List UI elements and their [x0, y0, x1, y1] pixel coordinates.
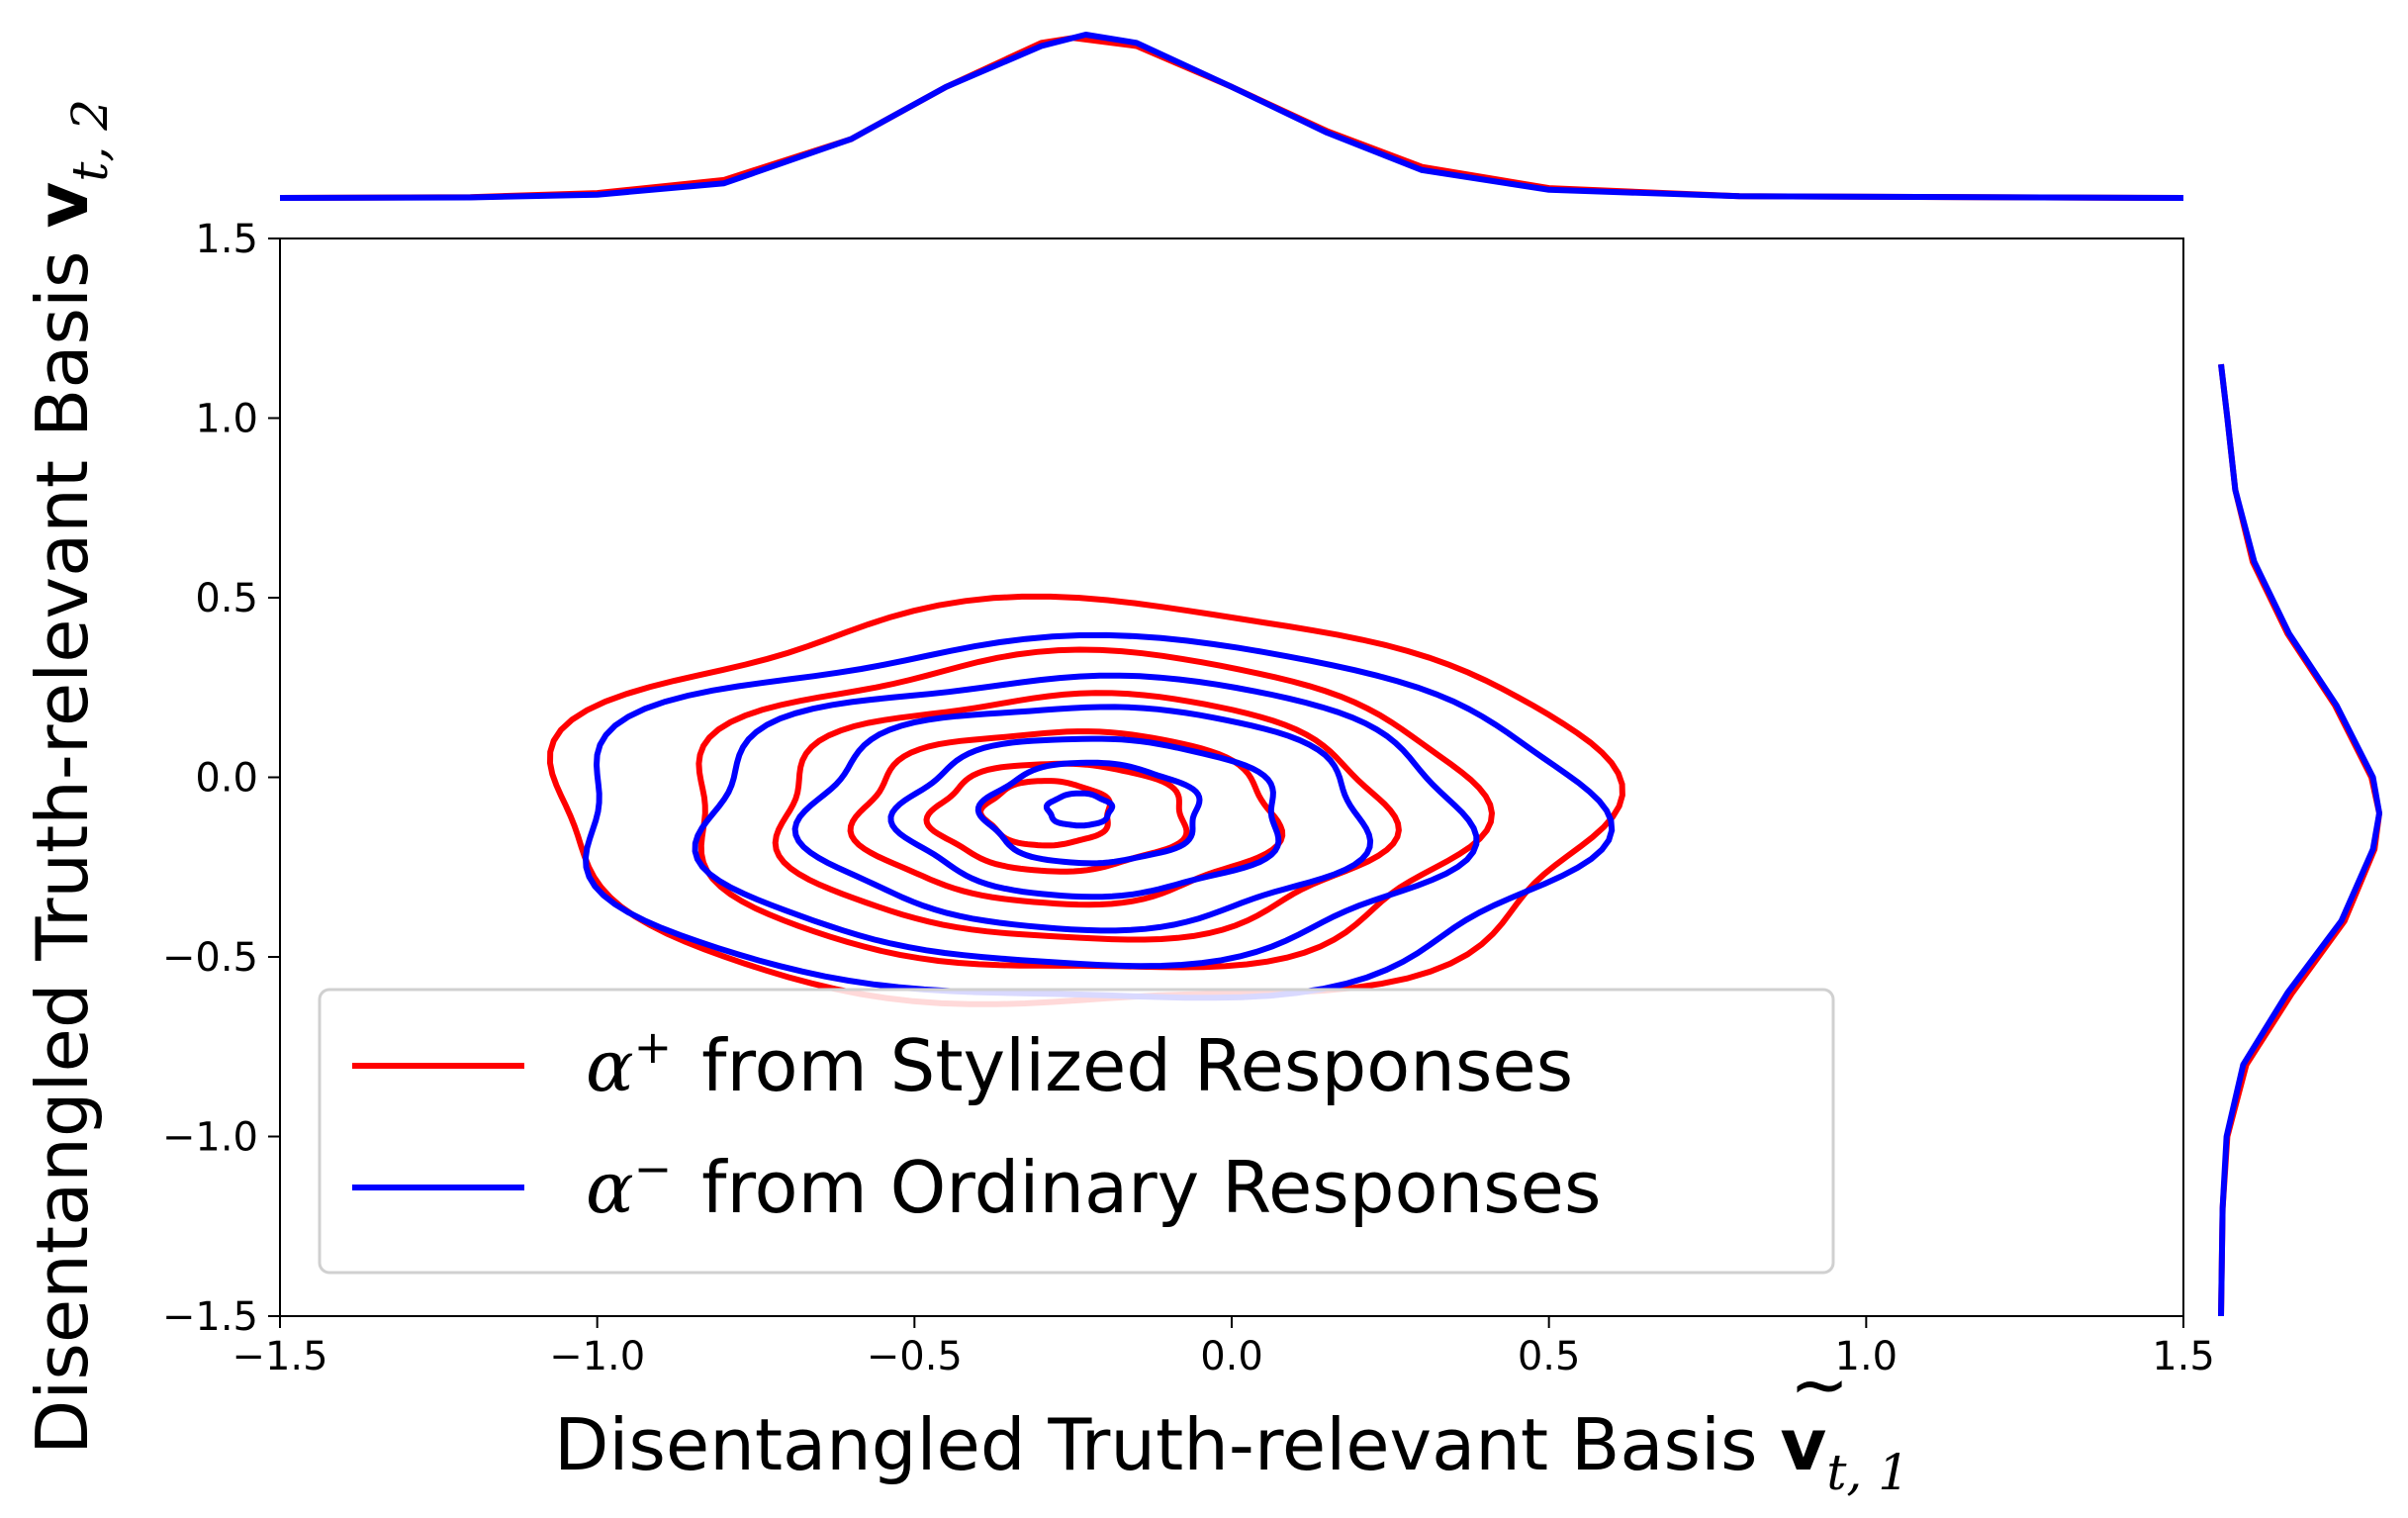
y-axis: −1.5 −1.0 −0.5 0.0 0.5 1.0 1.5 — [162, 217, 280, 1340]
ordinary-contour — [791, 704, 1374, 934]
y-tick-label: 1.0 — [195, 397, 258, 442]
legend-sup-minus: − — [634, 1142, 673, 1195]
top-marginal-plot — [279, 32, 2184, 201]
right-marginal-plot — [2218, 363, 2382, 1317]
x-tick-label: 1.0 — [1835, 1334, 1899, 1379]
stylized-contour — [772, 690, 1402, 943]
x-axis-label-text: Disentangled Truth-relevant Basis — [554, 1403, 1780, 1486]
stylized-contour — [546, 593, 1625, 1007]
stylized-contour — [847, 728, 1286, 908]
legend-alpha-minus: α — [586, 1146, 634, 1229]
contour-layer — [546, 593, 1625, 1007]
x-tick-label: 0.0 — [1200, 1334, 1263, 1379]
x-axis-label: Disentangled Truth-relevant Basis vt, 1 — [554, 1403, 1909, 1501]
x-axis-label-symbol: v — [1780, 1403, 1826, 1486]
y-tick-label: −1.5 — [162, 1294, 258, 1340]
ordinary-contour — [974, 759, 1203, 867]
stylized-marginal-y — [2218, 363, 2382, 1317]
x-tick-label: 1.5 — [2152, 1334, 2215, 1379]
legend-label-ordinary: from Ordinary Responses — [701, 1146, 1601, 1229]
y-tick-label: 1.5 — [195, 217, 258, 262]
legend-sup-plus: + — [634, 1020, 673, 1074]
y-tick-label: 0.0 — [195, 756, 258, 802]
y-axis-label: Disentangled Truth-relevant Basis vt, 2 — [21, 99, 119, 1455]
y-axis-label-text: Disentangled Truth-relevant Basis — [21, 229, 104, 1455]
x-tick-label: 0.5 — [1518, 1334, 1581, 1379]
y-tick-label: −1.0 — [162, 1115, 258, 1161]
x-axis-tilde: ~ — [1790, 1343, 1849, 1426]
y-axis-label-symbol: v — [21, 182, 104, 229]
legend: α+from Stylized Responses α−from Ordinar… — [318, 988, 1835, 1275]
legend-entry-stylized: α+ from Stylized Responses — [586, 1020, 1573, 1107]
ordinary-contour — [582, 631, 1616, 1001]
x-tick-label: −1.5 — [232, 1334, 327, 1379]
y-tick-label: 0.5 — [195, 576, 258, 621]
legend-label-stylized: from Stylized Responses — [701, 1024, 1573, 1107]
y-tick-label: −0.5 — [162, 935, 258, 981]
y-axis-label-subscript: t, 2 — [61, 99, 119, 182]
legend-alpha-plus: α — [586, 1024, 634, 1107]
ordinary-marginal-y — [2218, 363, 2382, 1317]
stylized-marginal-x — [279, 35, 2184, 201]
legend-box — [318, 988, 1835, 1275]
x-tick-label: −0.5 — [867, 1334, 963, 1379]
x-tick-label: −1.0 — [549, 1334, 645, 1379]
legend-entry-ordinary: α−from Ordinary Responses — [586, 1142, 1602, 1229]
ordinary-marginal-x — [279, 32, 2184, 201]
x-axis-label-subscript: t, 1 — [1826, 1444, 1909, 1501]
x-axis: −1.5 −1.0 −0.5 0.0 0.5 1.0 1.5 — [232, 1316, 2215, 1379]
ordinary-contour — [887, 735, 1282, 901]
stylized-contour — [695, 646, 1496, 971]
ordinary-contour — [1043, 790, 1116, 829]
ordinary-contour — [692, 672, 1480, 970]
y-axis-label-group: Disentangled Truth-relevant Basis vt, 2 — [21, 99, 119, 1455]
